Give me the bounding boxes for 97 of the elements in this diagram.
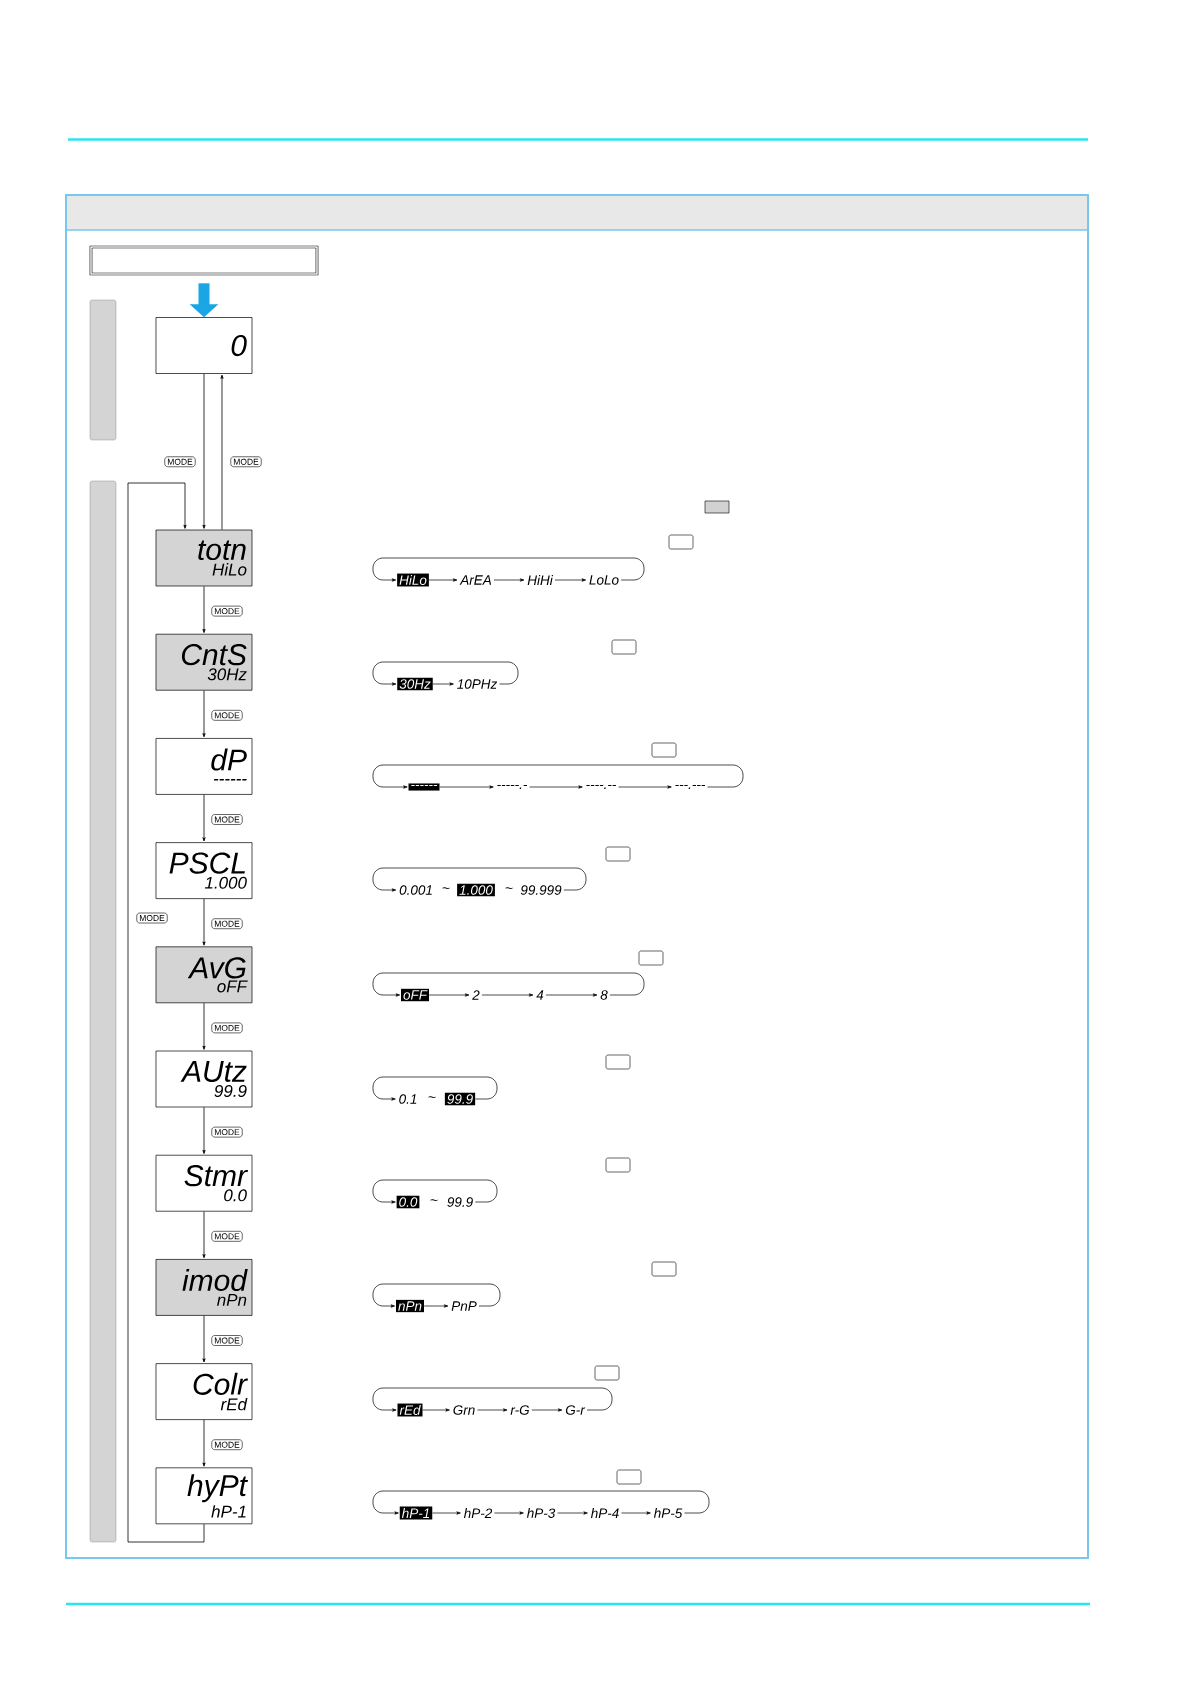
- arrow: [481, 993, 534, 997]
- option-value: G-r: [563, 1403, 587, 1417]
- arrow: [545, 993, 598, 997]
- display-box: Colr rEd: [155, 1363, 253, 1420]
- option-value: hP-2: [461, 1506, 495, 1520]
- arrow: [202, 898, 206, 946]
- display-box: 0: [155, 317, 253, 374]
- selected-value: oFF: [401, 988, 429, 1002]
- key-label: MODE: [230, 456, 262, 468]
- arrow: [432, 682, 454, 686]
- option-value: hP-5: [651, 1506, 685, 1520]
- arrow: [554, 578, 587, 582]
- arrow: [202, 690, 206, 738]
- key-label: MODE: [211, 1439, 243, 1450]
- option-value: 10PHz: [454, 677, 500, 691]
- arrow: [432, 1511, 461, 1515]
- key-label: MODE: [211, 710, 243, 721]
- option-value: 0.1: [396, 1092, 420, 1106]
- arrow: [477, 1408, 508, 1412]
- arrow: [428, 578, 458, 582]
- key-label: MODE: [211, 918, 243, 929]
- loop-arrow: [372, 1076, 498, 1101]
- arrow: [202, 794, 206, 842]
- loop-arrow: [372, 557, 645, 582]
- selected-value: 99.9: [444, 1092, 476, 1106]
- option-value: ---.---: [672, 783, 708, 791]
- side-bar: [89, 299, 117, 441]
- option-value: LoLo: [587, 573, 621, 587]
- arrow: [202, 1211, 206, 1259]
- key-label: MODE: [211, 1231, 243, 1242]
- selected-value: rEd: [397, 1403, 423, 1417]
- arrow: [422, 1408, 450, 1412]
- display-box: PSCL 1.000: [155, 842, 253, 899]
- arrow: [202, 1315, 206, 1363]
- display-box: Stmr 0.0: [155, 1154, 253, 1212]
- option-value: Grn: [450, 1403, 478, 1417]
- title-frame: [89, 245, 319, 276]
- selected-value: HiLo: [397, 573, 429, 587]
- loop-arrow: [372, 764, 744, 789]
- loop-arrow: [372, 1387, 613, 1412]
- display-box: AUtz 99.9: [155, 1050, 253, 1108]
- option-value: HiHi: [525, 573, 555, 587]
- selected-value: nPn: [396, 1299, 424, 1313]
- key-label: MODE: [136, 912, 168, 924]
- display-box: imod nPn: [155, 1259, 253, 1316]
- display-box: totn HiLo: [155, 529, 253, 587]
- display-box: hyPt hP-1: [155, 1467, 253, 1525]
- selected-value: hP-1: [399, 1506, 433, 1520]
- option-value: 4: [534, 988, 546, 1002]
- option-value: 0.001: [397, 883, 435, 897]
- loop-arrow: [372, 661, 519, 686]
- arrow: [531, 1408, 563, 1412]
- side-bar: [89, 480, 117, 1543]
- selected-value: 0.0: [396, 1195, 420, 1209]
- key-label: MODE: [211, 1335, 243, 1346]
- option-value: ----.--: [583, 783, 619, 791]
- arrow: [529, 785, 583, 789]
- selected-value: 1.000: [457, 883, 495, 897]
- loop-arrow: [372, 1283, 501, 1308]
- arrow: [202, 1106, 206, 1154]
- arrow: [439, 785, 494, 789]
- arrow: [493, 578, 525, 582]
- option-value: PnP: [449, 1299, 479, 1313]
- loop-arrow: [372, 867, 587, 892]
- arrow: [127, 482, 205, 1543]
- key-label: MODE: [211, 814, 243, 825]
- arrow: [428, 993, 470, 997]
- option-value: ArEA: [458, 573, 494, 587]
- option-value: hP-3: [524, 1506, 558, 1520]
- option-value: 99.9: [444, 1195, 476, 1209]
- arrow: [618, 785, 672, 789]
- display-box: CntS 30Hz: [155, 633, 253, 691]
- option-value: hP-4: [588, 1506, 622, 1520]
- loop-arrow: [372, 1490, 710, 1515]
- option-value: -----.-: [494, 783, 530, 791]
- key-label: MODE: [164, 456, 196, 468]
- arrow: [423, 1304, 449, 1308]
- loop-arrow: [372, 972, 645, 997]
- arrow: [220, 374, 224, 531]
- arrow: [202, 585, 206, 633]
- display-box: AvG oFF: [155, 946, 253, 1004]
- option-value: 99.999: [518, 883, 564, 897]
- arrow: [494, 1511, 524, 1515]
- option-value: 2: [470, 988, 482, 1002]
- key-label: MODE: [211, 1022, 243, 1034]
- arrow: [202, 1419, 206, 1467]
- option-value: 8: [598, 988, 610, 1002]
- key-label: MODE: [211, 1126, 243, 1138]
- display-box: dP ------: [155, 738, 253, 795]
- arrow: [202, 1002, 206, 1050]
- arrow: [557, 1511, 588, 1515]
- selected-value: 30Hz: [397, 677, 433, 691]
- loop-arrow: [372, 1179, 498, 1204]
- option-value: r-G: [508, 1403, 532, 1417]
- arrow: [202, 373, 206, 529]
- key-label: MODE: [211, 605, 243, 617]
- arrow: [621, 1511, 651, 1515]
